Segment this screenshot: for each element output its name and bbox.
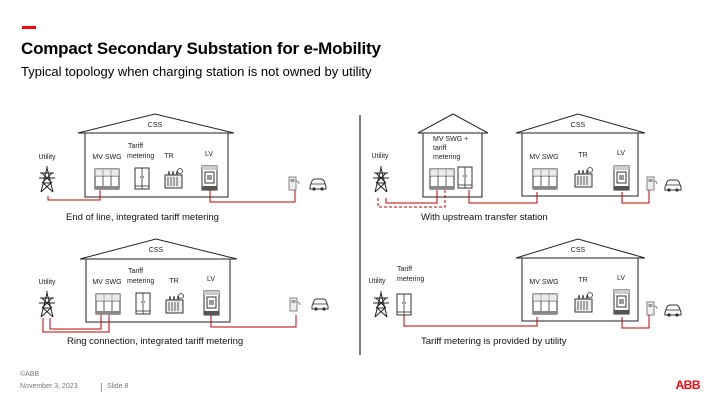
- lv-panel-icon: [201, 165, 218, 191]
- transfer-station-roof: [417, 113, 489, 134]
- tr-label: TR: [164, 153, 173, 160]
- tariff-label: Tariff: [128, 143, 143, 150]
- utility-tower-icon: [372, 290, 390, 318]
- mv-swg-label: MV SWG: [529, 279, 558, 286]
- tariff-meter-icon: [457, 166, 473, 189]
- charger-icon: [646, 176, 658, 191]
- page-subtitle: Typical topology when charging station i…: [21, 64, 372, 79]
- tariff-meter-icon: [396, 293, 412, 316]
- ring-cable-outer: [42, 315, 110, 333]
- utility-label: Utility: [368, 278, 386, 285]
- tr-label: TR: [578, 277, 587, 284]
- car-icon: [664, 304, 682, 318]
- car-icon: [309, 178, 327, 192]
- tariff-label-2: metering: [127, 153, 154, 160]
- mv-cable: [47, 190, 101, 201]
- charger-icon: [646, 301, 658, 316]
- lv-cable: [621, 190, 650, 204]
- lv-label: LV: [617, 150, 625, 157]
- mv-swg-label: MV SWG: [92, 279, 121, 286]
- css-label: CSS: [149, 247, 164, 254]
- lv-panel-icon: [613, 165, 630, 191]
- lv-cable: [621, 315, 650, 329]
- utility-tower-icon: [38, 165, 56, 193]
- tariff-meter-icon: [135, 292, 151, 315]
- accent-dash: [22, 26, 36, 29]
- mv-switchgear-icon: [532, 168, 558, 190]
- css-label: CSS: [571, 247, 586, 254]
- lv-panel-icon: [613, 289, 630, 315]
- panel-end-of-line: CSS Utility MV SWG Tariff metering TR LV…: [38, 113, 327, 223]
- panel-upstream-transfer: MV SWG + tariff metering Utility CSS MV …: [371, 113, 682, 223]
- mv-cable: [403, 315, 538, 327]
- panel-ring-connection: CSS Utility MV SWG Tariff metering TR LV…: [38, 238, 329, 347]
- lv-label: LV: [617, 275, 625, 282]
- lv-label: LV: [207, 276, 215, 283]
- lv-panel-icon: [203, 290, 220, 316]
- mv-switchgear-icon: [429, 168, 455, 190]
- utility-label: Utility: [38, 279, 56, 286]
- css-label: CSS: [148, 122, 163, 129]
- lv-cable: [209, 190, 296, 203]
- css-label: CSS: [571, 122, 586, 129]
- mv-switchgear-icon: [95, 293, 121, 315]
- tr-label: TR: [169, 278, 178, 285]
- ring-cable-inner: [49, 315, 102, 330]
- mv-switchgear-icon: [532, 293, 558, 315]
- panel-caption: Tariff metering is provided by utility: [421, 336, 567, 347]
- footer-copyright: ©ABB: [20, 371, 40, 378]
- mv-swg-tariff-label-3: metering: [433, 154, 460, 161]
- tariff-label: Tariff: [397, 266, 412, 273]
- abb-logo: ABB: [675, 378, 701, 392]
- footer-separator: [101, 383, 102, 392]
- mv-swg-label: MV SWG: [92, 154, 121, 161]
- tr-label: TR: [578, 152, 587, 159]
- footer-slide-number: Slide 8: [107, 383, 129, 390]
- tariff-label-2: metering: [397, 276, 424, 283]
- charger-icon: [289, 297, 301, 312]
- car-icon: [311, 298, 329, 312]
- panel-caption: Ring connection, integrated tariff meter…: [67, 336, 243, 347]
- tariff-meter-icon: [134, 167, 150, 190]
- mv-cable: [385, 190, 438, 204]
- page-title: Compact Secondary Substation for e-Mobil…: [21, 39, 381, 58]
- footer-date: November 3, 2023: [20, 383, 78, 390]
- mv-switchgear-icon: [94, 168, 120, 190]
- panel-caption: With upstream transfer station: [421, 212, 548, 223]
- transfer-cable: [468, 190, 538, 204]
- utility-label: Utility: [38, 154, 56, 161]
- lv-cable: [210, 315, 297, 328]
- mv-swg-label: MV SWG: [529, 154, 558, 161]
- charger-icon: [288, 176, 300, 191]
- tariff-label: Tariff: [128, 268, 143, 275]
- utility-label: Utility: [371, 153, 389, 160]
- panel-utility-metering: Utility Tariff metering CSS MV SWG TR LV…: [368, 238, 682, 347]
- ring-cable-dashed: [377, 190, 446, 208]
- lv-label: LV: [205, 151, 213, 158]
- mv-swg-tariff-label: MV SWG +: [433, 136, 468, 143]
- utility-tower-icon: [38, 290, 56, 318]
- utility-tower-icon: [372, 165, 390, 193]
- mv-swg-tariff-label-2: tariff: [433, 145, 447, 152]
- car-icon: [664, 179, 682, 193]
- panel-caption: End of line, integrated tariff metering: [66, 212, 219, 223]
- tariff-label-2: metering: [127, 278, 154, 285]
